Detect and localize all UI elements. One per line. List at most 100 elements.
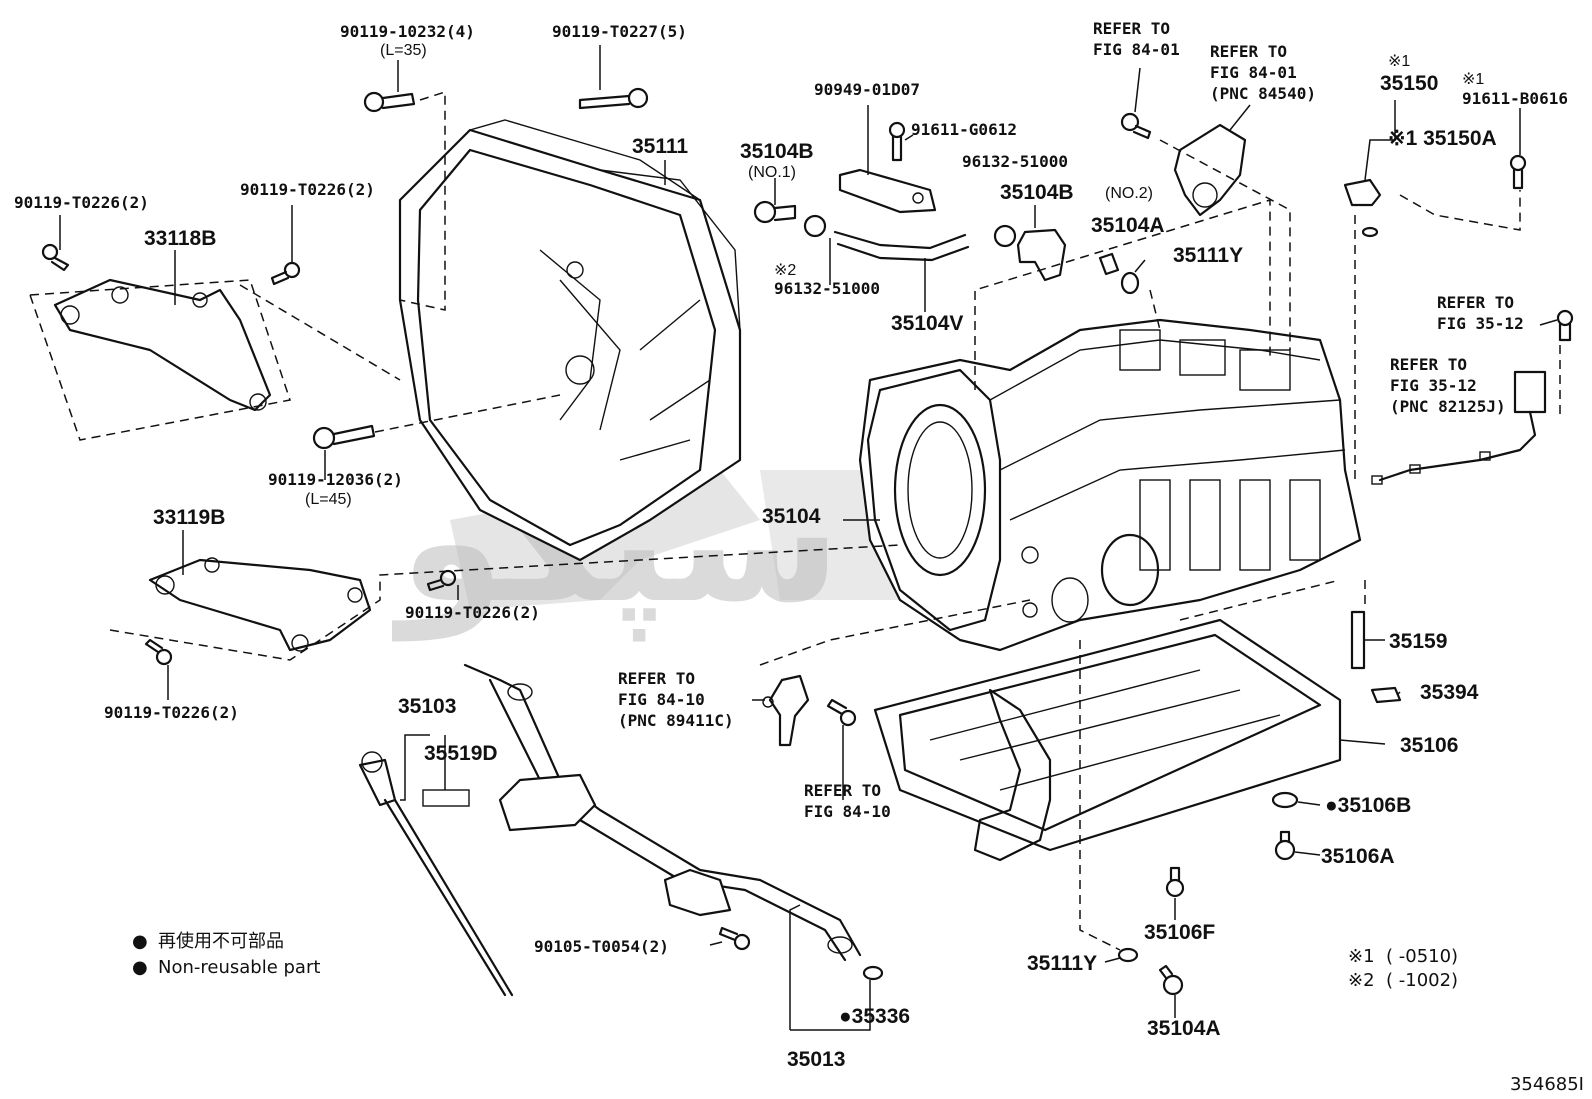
bracket-33118B bbox=[53, 278, 272, 412]
label-90949-01D07: 90949-01D07 bbox=[814, 80, 920, 99]
sensor-pnc-84540 bbox=[1173, 123, 1247, 217]
label-35111: 35111 bbox=[632, 135, 688, 158]
bolt-fig-35-12 bbox=[1556, 309, 1574, 342]
label-35104B-no1-note: (NO.1) bbox=[748, 164, 796, 181]
bolt-90105-T0054 bbox=[718, 926, 751, 951]
label-35106: 35106 bbox=[1400, 734, 1458, 757]
label-96132-51000-b-mark: ※2 bbox=[774, 262, 796, 279]
label-33119B: 33119B bbox=[153, 506, 225, 529]
label-35103: 35103 bbox=[398, 695, 456, 718]
refer-to-labels: REFER TO FIG 84-01 REFER TO FIG 84-01 (P… bbox=[618, 19, 1524, 821]
sensor-pnc-89411C bbox=[762, 674, 810, 747]
label-91611-B0616-mark: ※1 bbox=[1462, 71, 1484, 88]
label-35150-mark: ※1 bbox=[1388, 53, 1410, 70]
legend-bullet-en: ● bbox=[132, 957, 148, 978]
footnotes: ※1 ( -0510) ※2 ( -1002) bbox=[1348, 946, 1458, 991]
footnote-1-mark: ※1 bbox=[1348, 946, 1375, 967]
ref-fig-84-01-b-line1[interactable]: REFER TO bbox=[1210, 42, 1287, 61]
part-labels: 90119-10232(4) (L=35) 90119-T0227(5) 901… bbox=[14, 22, 1568, 1071]
ref-fig-84-01-a-line2[interactable]: FIG 84-01 bbox=[1093, 40, 1180, 59]
label-35104B-no2: 35104B bbox=[1000, 181, 1074, 204]
diagram-id: 354685I bbox=[1510, 1074, 1584, 1095]
hose-35104V bbox=[833, 230, 970, 262]
label-35104A-bottom: 35104A bbox=[1147, 1017, 1221, 1040]
label-35104: 35104 bbox=[762, 505, 821, 528]
ref-fig-35-12-a-line2[interactable]: FIG 35-12 bbox=[1437, 314, 1524, 333]
clip-96132-51000-a bbox=[803, 214, 827, 238]
legend-text-en: Non-reusable part bbox=[158, 957, 320, 978]
ref-fig-84-01-a-line1[interactable]: REFER TO bbox=[1093, 19, 1170, 38]
label-35104B-no1: 35104B bbox=[740, 140, 814, 163]
bolt-91611-B0616 bbox=[1509, 154, 1527, 190]
label-33118B: 33118B bbox=[144, 227, 216, 250]
breather-plug-35104B-no1 bbox=[753, 200, 797, 224]
ref-fig-84-10-b-line2[interactable]: FIG 84-10 bbox=[804, 802, 891, 821]
label-35394: 35394 bbox=[1420, 681, 1479, 704]
plug-35104A-bottom bbox=[1158, 964, 1184, 996]
label-35106B: ●35106B bbox=[1325, 794, 1411, 817]
magnet-35394 bbox=[1370, 686, 1402, 704]
ref-fig-35-12-b-line2[interactable]: FIG 35-12 bbox=[1390, 376, 1477, 395]
clip-96132-51000-b bbox=[993, 224, 1017, 248]
ref-fig-84-10-a-line1[interactable]: REFER TO bbox=[618, 669, 695, 688]
footnote-2-range: ( -1002) bbox=[1386, 970, 1458, 991]
ref-fig-35-12-b-line1[interactable]: REFER TO bbox=[1390, 355, 1467, 374]
oring-35150A bbox=[1361, 226, 1379, 238]
label-90119-T0226-a: 90119-T0226(2) bbox=[14, 193, 149, 212]
label-35111Y-bottom: 35111Y bbox=[1027, 952, 1097, 975]
legend-text-jp: 再使用不可部品 bbox=[158, 931, 284, 952]
plug-35106F bbox=[1165, 866, 1185, 898]
ref-fig-35-12-b-line3[interactable]: (PNC 82125J) bbox=[1390, 397, 1506, 416]
bolt-90119-T0227 bbox=[578, 87, 649, 110]
legend: ● 再使用不可部品 ● Non-reusable part bbox=[132, 931, 320, 978]
bolt-90119-12036 bbox=[312, 424, 376, 450]
breather-plug-35104B-no2 bbox=[1016, 228, 1067, 282]
label-90119-12036-length: (L=45) bbox=[305, 491, 352, 508]
label-35013: 35013 bbox=[787, 1048, 845, 1071]
bracket-33119B bbox=[148, 557, 372, 652]
plug-35106A bbox=[1274, 830, 1296, 861]
label-35519D: 35519D bbox=[424, 742, 498, 765]
label-35104B-no2-note: (NO.2) bbox=[1105, 185, 1153, 202]
bolt-91611-G0612 bbox=[888, 121, 906, 162]
legend-bullet-jp: ● bbox=[132, 931, 148, 952]
label-90119-T0227: 90119-T0227(5) bbox=[552, 22, 687, 41]
bolt-fig-84-10 bbox=[826, 698, 857, 727]
ref-fig-35-12-a-line1[interactable]: REFER TO bbox=[1437, 293, 1514, 312]
label-35106F: 35106F bbox=[1144, 921, 1215, 944]
gasket-35106B bbox=[1271, 791, 1299, 809]
leader-lines bbox=[59, 45, 1558, 1031]
label-35150A: ※1 35150A bbox=[1388, 127, 1497, 150]
label-35111Y-top: 35111Y bbox=[1173, 244, 1243, 267]
ref-fig-84-10-a-line3[interactable]: (PNC 89411C) bbox=[618, 711, 734, 730]
bolt-90119-T0226-d bbox=[144, 638, 173, 666]
filler-tube-35013 bbox=[463, 663, 862, 962]
label-35336: ●35336 bbox=[839, 1005, 910, 1028]
bell-housing-35111 bbox=[398, 119, 742, 562]
sensor-35150 bbox=[1343, 178, 1382, 207]
label-90105-T0054: 90105-T0054(2) bbox=[534, 937, 669, 956]
pin-35159 bbox=[1350, 610, 1366, 670]
label-90119-T0226-d: 90119-T0226(2) bbox=[104, 703, 239, 722]
ref-fig-84-10-b-line1[interactable]: REFER TO bbox=[804, 781, 881, 800]
label-91611-B0616: 91611-B0616 bbox=[1462, 89, 1568, 108]
plug-35104A-top bbox=[1098, 252, 1120, 276]
label-90119-10232-length: (L=35) bbox=[380, 42, 427, 59]
label-90119-T0226-c: 90119-T0226(2) bbox=[405, 603, 540, 622]
footnote-2-mark: ※2 bbox=[1348, 970, 1375, 991]
ref-fig-84-01-b-line3[interactable]: (PNC 84540) bbox=[1210, 84, 1316, 103]
label-35159: 35159 bbox=[1389, 630, 1447, 653]
ref-fig-84-01-b-line2[interactable]: FIG 84-01 bbox=[1210, 63, 1297, 82]
bracket-90949-01D07 bbox=[838, 168, 937, 214]
ref-fig-84-10-a-line2[interactable]: FIG 84-10 bbox=[618, 690, 705, 709]
oring-35336 bbox=[862, 965, 884, 981]
bolt-90119-T0226-a bbox=[41, 243, 70, 272]
gasket-35111Y-top bbox=[1120, 271, 1140, 295]
transmission-case-35104 bbox=[858, 318, 1362, 652]
dipstick-label-plate bbox=[422, 789, 470, 807]
assembly-dashed-lines bbox=[28, 90, 1561, 951]
label-35104A-top: 35104A bbox=[1091, 214, 1165, 237]
bolt-90119-T0226-b bbox=[270, 261, 301, 286]
label-35150: 35150 bbox=[1380, 72, 1438, 95]
